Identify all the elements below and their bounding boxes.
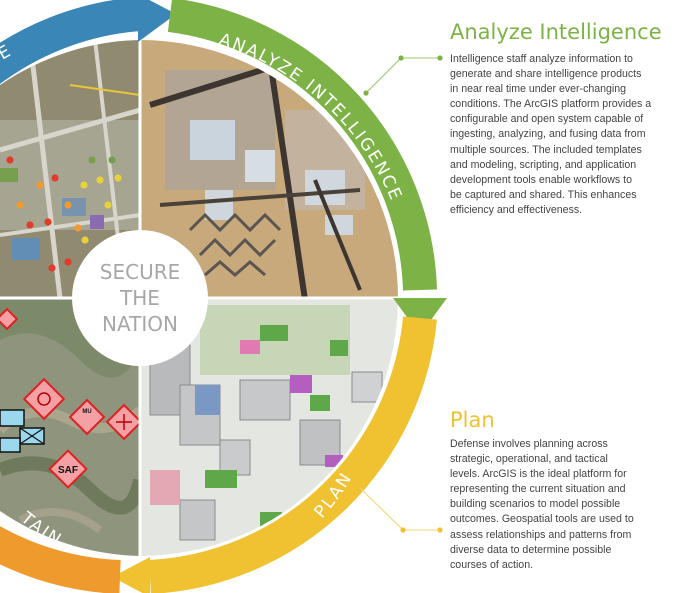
connector-analyze [363,55,443,96]
analyze-line: in near real time under ever-changing [450,83,627,96]
blue-arrowhead [138,0,176,42]
analyze-line: efficiency and effectiveness. [450,203,583,216]
plan-line: strategic, operational, and tactical [450,453,608,466]
plan-line: levels. ArcGIS is the ideal platform for [450,468,627,481]
analyze-line: and modeling, scripting, and application [450,158,637,171]
green-arrow-segment [167,0,437,291]
plan-line: courses of action. [450,558,534,571]
analyze-intelligence-heading: Analyze Intelligence [450,20,662,44]
analyze-intelligence-body: Intelligence staff analyze information t… [450,52,651,218]
plan-heading: Plan [450,408,495,432]
center-hub [72,230,208,366]
plan-line: outcomes. Geospatial tools are used to [450,513,634,526]
analyze-line: configurable and open system capable of [450,113,644,126]
basemap-image [0,40,140,298]
plan-line: diverse data to determine possible [450,543,612,556]
connector-plan [355,483,443,533]
analyze-line: generate and share intelligence products [450,68,642,81]
plan-body: Defense involves planning across strateg… [450,437,634,573]
analyze-line: development tools enable workflows to [450,173,632,186]
analyze-line: Intelligence staff analyze information t… [450,53,633,65]
terrain-map-image: SAF MU [0,298,140,556]
blue-arrow-segment [0,0,142,84]
plan-line: representing the current situation and [450,483,626,496]
symbol-label-saf: SAF [58,465,78,476]
analyze-line: conditions. The ArcGIS platform provides… [450,98,652,111]
analyze-line: ingesting, analyzing, and fusing data fr… [450,128,646,141]
plan-line: building scenarios to model possible [450,498,621,511]
map-point-markers [6,156,122,272]
yellow-arrow-segment [149,316,437,593]
analyze-line: be captured and shared. This enhances [450,188,637,201]
analyze-line: multiple sources. The included templates [450,143,642,156]
cycle-ring-arrows [0,0,447,593]
orange-arrow-segment [0,526,121,593]
plan-line: Defense involves planning across [450,438,608,450]
center-label-line-2: THE [119,286,160,310]
military-symbols: SAF MU [0,307,140,489]
center-label-line-1: SECURE [100,260,180,284]
green-arrowhead [393,298,447,335]
symbol-label-mu: MU [82,409,91,415]
yellow-arrowhead [112,557,150,593]
center-label-line-3: NATION [102,312,178,336]
plan-line: assess relationships and patterns from [450,528,632,541]
